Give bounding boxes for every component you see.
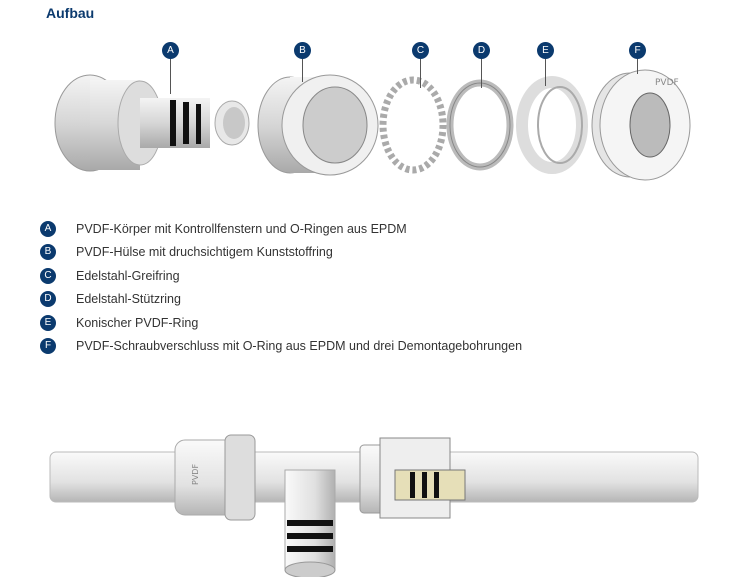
tee-branch-down [284, 469, 336, 577]
part-d-support-ring [446, 79, 514, 171]
pvdf-marking: PVDF [655, 78, 679, 88]
legend-label: PVDF-Körper mit Kontrollfenstern und O-R… [76, 221, 407, 236]
legend-label: Konischer PVDF-Ring [76, 315, 199, 330]
exploded-view-illustration: PVDF [54, 69, 691, 181]
legend-marker: B [40, 244, 56, 261]
legend-marker: A [40, 220, 56, 237]
leader-line-d [481, 58, 482, 88]
part-c-grip-ring [379, 76, 447, 174]
legend-marker: C [40, 267, 56, 284]
legend-marker: F [40, 338, 56, 355]
part-f-screw-cap: PVDF [591, 69, 691, 181]
legend-marker: E [40, 314, 56, 331]
legend-label: PVDF-Schraubverschluss mit O-Ring aus EP… [76, 339, 523, 354]
leader-line-c [420, 58, 421, 88]
leader-line-e [545, 58, 546, 86]
leader-line-f [637, 58, 638, 74]
marker-d: D [473, 42, 490, 59]
marker-c: C [412, 42, 429, 59]
section-title: Aufbau [46, 5, 95, 21]
leader-line-b [302, 58, 303, 82]
legend-item: F PVDF-Schraubverschluss mit O-Ring aus E… [40, 335, 522, 359]
legend-label: Edelstahl-Greifring [76, 268, 180, 283]
leader-line-a [170, 58, 171, 94]
parts-legend: A PVDF-Körper mit Kontrollfenstern und O-… [40, 217, 522, 358]
pvdf-marking: PVDF [191, 464, 200, 485]
legend-marker: D [40, 291, 56, 308]
assembled-tee-illustration: PVDF [49, 434, 699, 577]
marker-a: A [162, 42, 179, 59]
marker-e: E [537, 42, 554, 59]
tee-fitting-right-cutaway [359, 437, 466, 519]
part-a-body [54, 74, 250, 172]
legend-item: C Edelstahl-Greifring [40, 264, 522, 288]
legend-label: PVDF-Hülse mit druchsichtigem Kunststoff… [76, 245, 333, 260]
marker-b: B [294, 42, 311, 59]
tee-fitting-left: PVDF [174, 434, 256, 521]
legend-item: E Konischer PVDF-Ring [40, 311, 522, 335]
legend-item: A PVDF-Körper mit Kontrollfenstern und O-… [40, 217, 522, 241]
part-b-sleeve [257, 74, 379, 176]
legend-item: B PVDF-Hülse mit druchsichtigem Kunststof… [40, 241, 522, 265]
legend-item: D Edelstahl-Stützring [40, 288, 522, 312]
part-e-conical-ring [516, 76, 588, 174]
marker-f: F [629, 42, 646, 59]
legend-label: Edelstahl-Stützring [76, 292, 181, 307]
